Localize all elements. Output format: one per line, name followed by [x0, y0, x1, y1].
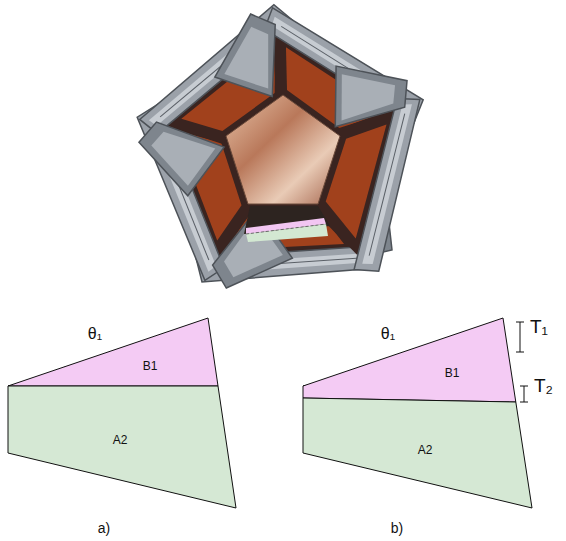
region-outline: [8, 318, 218, 386]
diagram-label: a): [98, 521, 110, 535]
region-fill: [8, 386, 236, 508]
region-shape: B1: [8, 318, 218, 386]
photo: [120, 0, 437, 298]
region-outline: [8, 386, 236, 508]
region-label: B1: [445, 367, 460, 379]
diagram-label: T₂: [534, 376, 553, 395]
diagram-label: T₁: [530, 317, 548, 336]
region-label: B1: [143, 360, 158, 372]
region-fill: [303, 318, 516, 402]
diagram-label: b): [391, 521, 403, 535]
diagram-label: θ₁: [381, 326, 395, 342]
region-shape: A2: [8, 386, 236, 508]
region-shape: B1: [303, 318, 516, 402]
region-label: A2: [418, 444, 433, 456]
region-outline: [303, 318, 516, 402]
diagram-label: θ₁: [88, 326, 102, 342]
region-outline: [303, 398, 532, 508]
region-fill: [303, 398, 532, 508]
region-fill: [8, 318, 218, 386]
region-label: A2: [113, 434, 128, 446]
region-shape: A2: [303, 398, 532, 508]
